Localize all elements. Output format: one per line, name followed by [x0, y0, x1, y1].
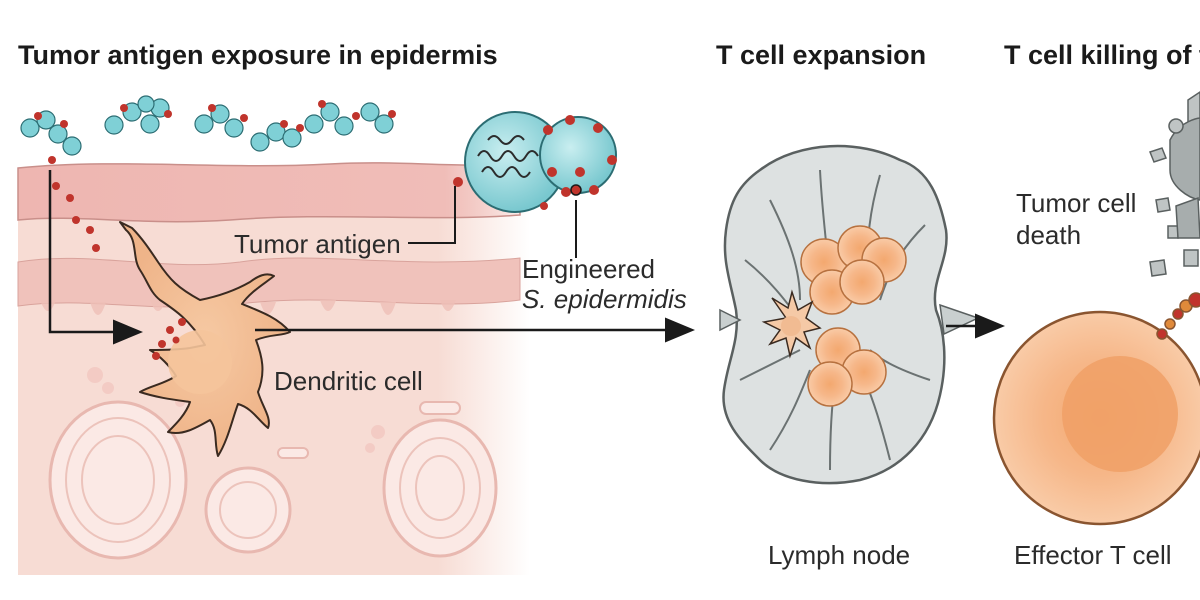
dermal-gland-left	[48, 400, 188, 560]
tumor-death-label-line1: Tumor cell	[1016, 188, 1136, 218]
antigen-uptake-arrow	[48, 170, 143, 345]
engineered-label-line1: Engineered	[522, 254, 655, 284]
dying-tumor-cell	[1149, 91, 1200, 277]
engineered-label-line2: S. epidermidis	[522, 284, 687, 314]
effector-t-cell-label: Effector T cell	[1014, 540, 1172, 570]
dermal-gland-middle	[204, 466, 292, 554]
surface-antigen-dots	[34, 100, 396, 132]
lymph-dendritic-cell	[761, 289, 822, 359]
epidermis-band	[17, 162, 521, 223]
dermal-gland-right	[382, 418, 498, 558]
dendritic-cell	[119, 221, 291, 457]
panel-title-expansion: T cell expansion	[716, 40, 926, 70]
panel-title-killing: T cell killing of t	[1004, 40, 1200, 70]
dendritic-cell-label: Dendritic cell	[274, 366, 423, 396]
effector-t-cell	[992, 292, 1200, 526]
tumor-death-label-line2: death	[1016, 220, 1081, 250]
rete-ridges	[40, 300, 456, 315]
expanding-t-cells	[800, 225, 907, 407]
basal-layer	[17, 257, 521, 308]
lymph-node-label: Lymph node	[768, 540, 910, 570]
surface-bacteria	[20, 95, 394, 156]
engineered-bacterium	[453, 111, 617, 213]
dermal-fragments	[87, 367, 461, 459]
tumor-antigen-leader	[408, 186, 456, 244]
lymph-node	[719, 144, 980, 485]
tumor-antigen-label: Tumor antigen	[234, 229, 401, 259]
panel-title-epidermis: Tumor antigen exposure in epidermis	[18, 40, 498, 70]
antigen-trickle	[48, 156, 100, 252]
